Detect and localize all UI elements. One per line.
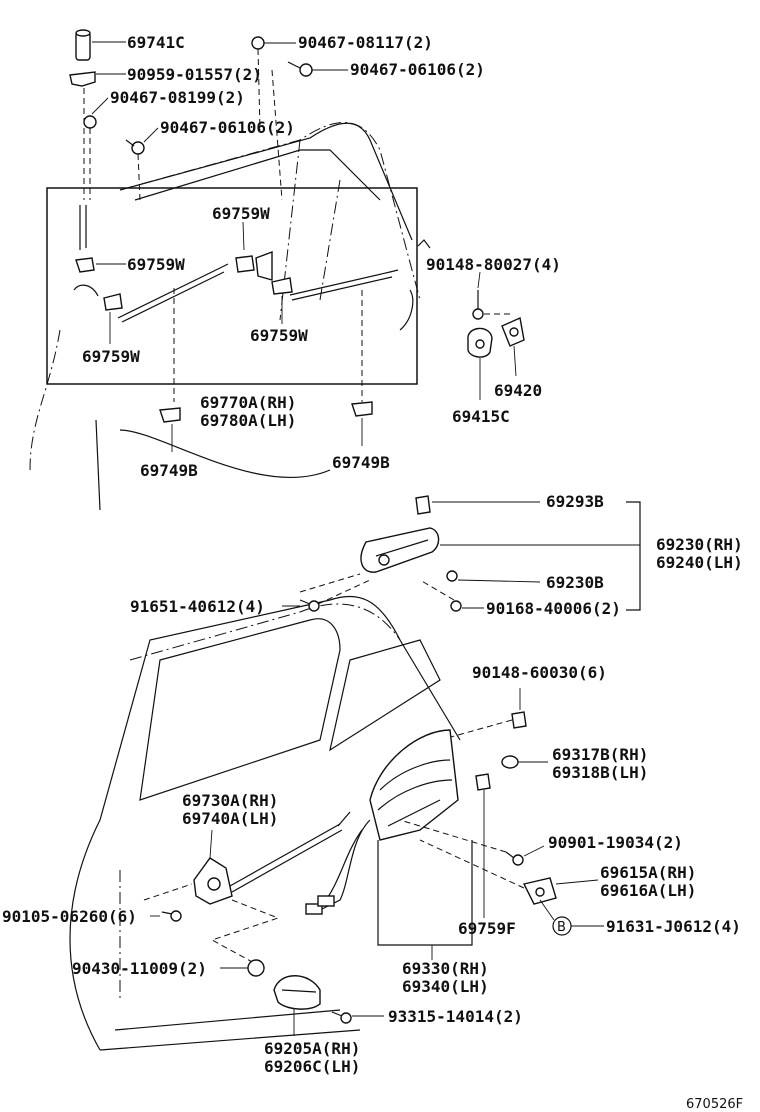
upper-door-outline	[29, 122, 421, 471]
label-69780A: 69780A(LH)	[200, 411, 296, 430]
screw-93315-icon	[331, 1011, 352, 1024]
label-90148-80027: 90148-80027(4)	[426, 255, 561, 274]
screw-90168-icon	[450, 600, 462, 612]
screw-91651-icon	[299, 599, 320, 612]
screw-90901-icon	[505, 851, 524, 866]
label-69749B-left: 69749B	[140, 461, 198, 480]
reference-code: 670526F	[686, 1097, 743, 1112]
label-69293B: 69293B	[546, 492, 604, 511]
screw-90105-icon	[161, 910, 182, 922]
outside-handle-69205A-icon	[273, 975, 321, 1010]
label-69330: 69330(RH)	[402, 959, 489, 978]
clip-69749B-right-icon	[351, 401, 373, 417]
label-90467-08117: 90467-08117(2)	[298, 33, 433, 52]
clip-90467-08199-icon	[83, 115, 97, 129]
label-69340: 69340(LH)	[402, 977, 489, 996]
upper-door-frame	[95, 122, 413, 511]
label-90467-08199: 90467-08199(2)	[110, 88, 245, 107]
screw-90148-60030-icon	[511, 711, 527, 729]
label-90430: 90430-11009(2)	[72, 959, 207, 978]
label-69420: 69420	[494, 381, 542, 400]
rod-assembly-69770A	[73, 205, 431, 402]
label-90168: 90168-40006(2)	[486, 599, 621, 618]
label-90901: 90901-19034(2)	[548, 833, 683, 852]
label-69759W-right: 69759W	[250, 326, 308, 345]
label-93315: 93315-14014(2)	[388, 1007, 523, 1026]
label-90148-60030: 90148-60030(6)	[472, 663, 607, 682]
part-69741C-icon	[75, 29, 91, 61]
label-69240: 69240(LH)	[656, 553, 743, 572]
label-69616A: 69616A(LH)	[600, 881, 696, 900]
clip-90467-08117-icon	[251, 36, 265, 50]
label-69615A: 69615A(RH)	[600, 863, 696, 882]
label-91651: 91651-40612(4)	[130, 597, 265, 616]
clip-69749B-left-icon	[159, 407, 181, 423]
plate-69420-icon	[501, 316, 525, 347]
clip-69759F-icon	[475, 773, 491, 791]
label-90467-06106-b: 90467-06106(2)	[160, 118, 295, 137]
label-69730A: 69730A(RH)	[182, 791, 278, 810]
lock-assembly-69330-icon	[305, 729, 459, 915]
clip-90467-06106-b-icon	[125, 139, 145, 155]
washer-90430-icon	[247, 959, 265, 977]
label-69230: 69230(RH)	[656, 535, 743, 554]
label-69759W-top: 69759W	[212, 204, 270, 223]
label-69206C: 69206C(LH)	[264, 1057, 360, 1076]
label-69749B-right: 69749B	[332, 453, 390, 472]
label-90105: 90105-06260(6)	[2, 907, 137, 926]
handle-69230-icon	[360, 527, 440, 573]
clip-90467-06106-a-icon	[287, 61, 313, 77]
label-91631: 91631-J0612(4)	[606, 917, 741, 936]
clip-90959-icon	[69, 71, 96, 87]
label-69230B: 69230B	[546, 573, 604, 592]
screw-90148-80027-icon	[472, 290, 484, 320]
label-69770A: 69770A(RH)	[200, 393, 296, 412]
label-69318B: 69318B(LH)	[552, 763, 648, 782]
label-90467-06106-a: 90467-06106(2)	[350, 60, 485, 79]
label-69415C: 69415C	[452, 407, 510, 426]
label-69759W-bottom: 69759W	[82, 347, 140, 366]
label-69741C: 69741C	[127, 33, 185, 52]
label-69205A: 69205A(RH)	[264, 1039, 360, 1058]
label-69759W-left: 69759W	[127, 255, 185, 274]
circle-b-text: B	[557, 920, 566, 935]
striker-69615A-icon	[522, 877, 557, 905]
label-69740A: 69740A(LH)	[182, 809, 278, 828]
remote-control-69730A-icon	[193, 811, 351, 905]
lower-door-frame	[69, 595, 461, 1051]
label-69759F: 69759F	[458, 919, 516, 938]
cover-69293B-icon	[415, 495, 431, 515]
striker-69415C-icon	[467, 327, 493, 358]
grommet-69317B-icon	[501, 755, 519, 769]
detail-box	[46, 187, 418, 385]
label-90959: 90959-01557(2)	[127, 65, 262, 84]
lower-door-dashdot	[119, 603, 401, 1000]
label-69317B: 69317B(RH)	[552, 745, 648, 764]
screw-69230B-icon	[446, 570, 458, 582]
